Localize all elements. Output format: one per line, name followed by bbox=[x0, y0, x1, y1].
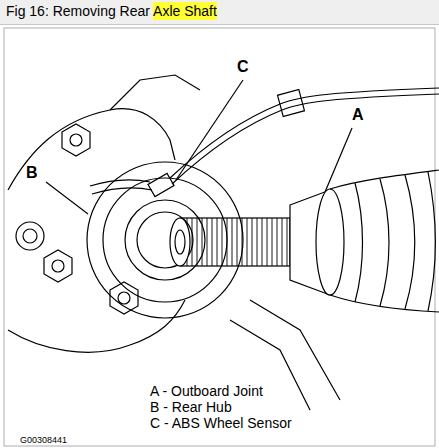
legend-line: B - Rear Hub bbox=[150, 400, 232, 415]
figure-code: G00308441 bbox=[20, 436, 67, 446]
legend-line: A - Outboard Joint bbox=[150, 384, 263, 399]
figure-title: Fig 16: Removing Rear Axle Shaft bbox=[6, 4, 217, 19]
legend-line: C - ABS Wheel Sensor bbox=[150, 416, 292, 431]
callout-letter: C bbox=[237, 58, 249, 76]
callout-letter: B bbox=[26, 164, 38, 182]
callout-letter: A bbox=[352, 106, 364, 124]
